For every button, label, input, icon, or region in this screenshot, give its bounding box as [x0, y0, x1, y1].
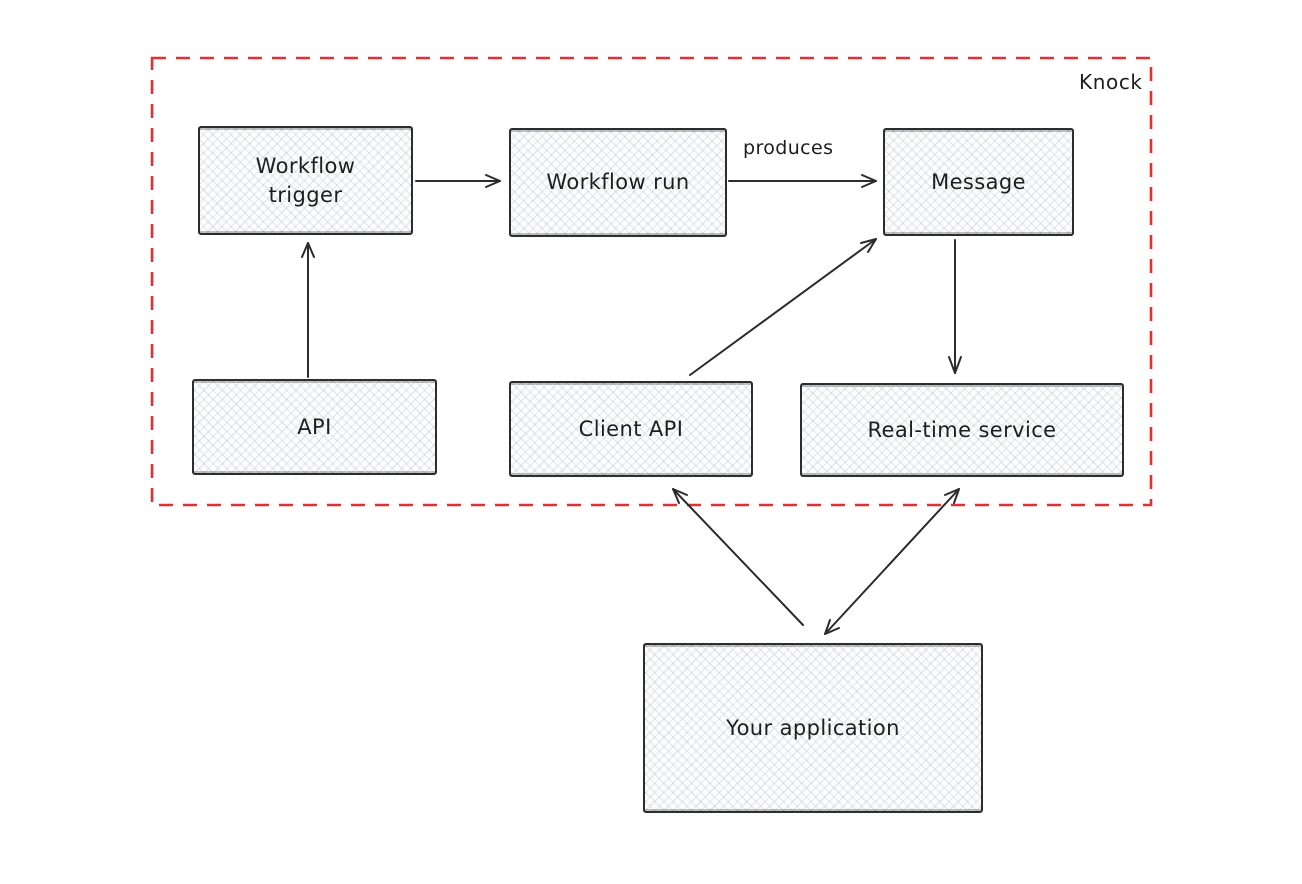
arrowhead [485, 174, 501, 188]
node-realtime-service-label: Real-time service [867, 417, 1057, 442]
node-workflow-run-label: Workflow run [546, 170, 690, 195]
node-your-application-label: Your application [726, 715, 900, 740]
arrowhead-bottom [824, 619, 840, 635]
arrow-your-application-to-client-api [672, 488, 804, 626]
node-client-api: Client API [509, 381, 753, 477]
node-workflow-run: Workflow run [509, 128, 727, 237]
arrow-shaft [689, 238, 877, 376]
knock-container-label: Knock [1079, 70, 1143, 94]
node-api: API [192, 379, 437, 475]
arrow-workflow-trigger-to-workflow-run [415, 174, 501, 188]
node-message: Message [883, 128, 1074, 236]
arrowhead [861, 174, 877, 188]
arrow-your-application-to-realtime-service [824, 488, 960, 635]
node-client-api-label: Client API [578, 416, 684, 441]
arrow-message-to-realtime-service [948, 239, 962, 374]
arrowhead-top [944, 488, 960, 504]
edge-label-produces: produces [743, 137, 834, 159]
arrowhead [672, 488, 688, 504]
arrow-workflow-run-to-message [728, 174, 877, 188]
node-your-application: Your application [643, 643, 983, 813]
arrowhead [860, 238, 877, 253]
node-workflow-trigger-label: Workflow trigger [255, 154, 356, 207]
node-realtime-service: Real-time service [800, 383, 1124, 477]
node-workflow-trigger: Workflow trigger [198, 126, 413, 235]
arrow-shaft [824, 488, 960, 635]
arrowhead [301, 242, 315, 258]
arrowhead [948, 356, 962, 374]
node-message-label: Message [931, 169, 1026, 194]
arrow-api-to-workflow-trigger [301, 242, 315, 378]
arrow-shaft [672, 488, 804, 626]
arrow-client-api-to-message [689, 238, 877, 376]
node-api-label: API [297, 414, 332, 439]
